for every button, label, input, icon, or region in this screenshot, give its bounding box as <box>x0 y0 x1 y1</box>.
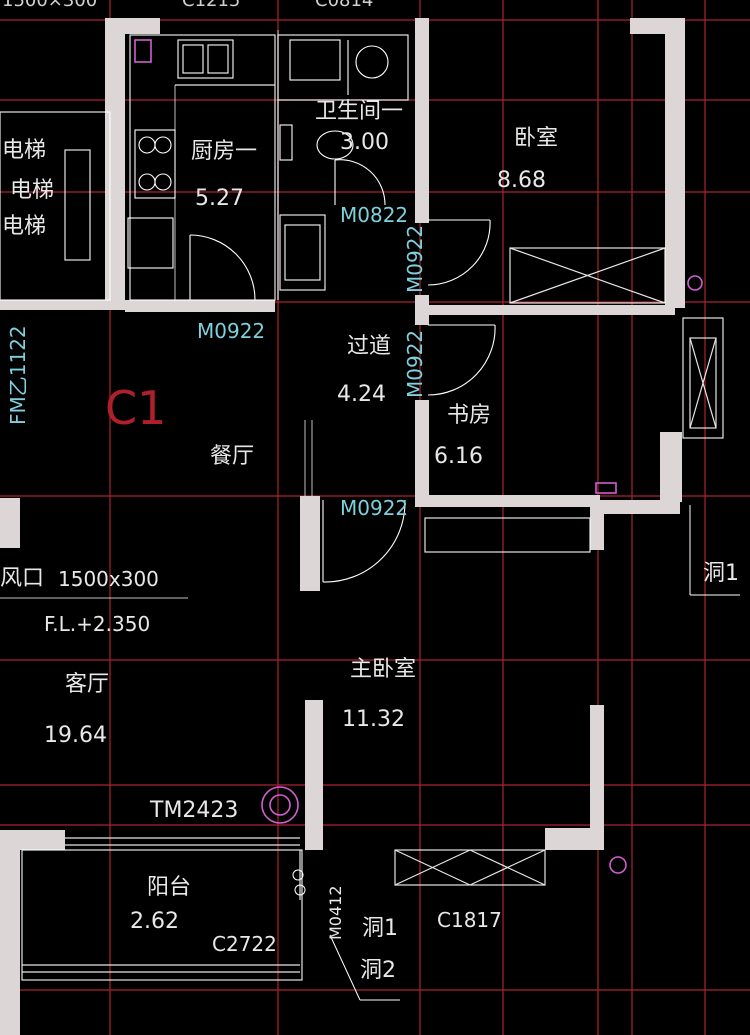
door-code-master: M0922 <box>340 496 409 520</box>
elevator-label-3: 电梯 <box>2 214 47 239</box>
top-label-1: 1500×300 <box>2 0 98 11</box>
hole-label-2: 洞1 <box>362 916 398 941</box>
room-name-kitchen: 厨房一 <box>191 139 258 164</box>
room-area-master-bedroom: 11.32 <box>342 707 405 732</box>
room-name-study: 书房 <box>447 403 492 428</box>
door-swings <box>189 159 496 900</box>
top-label-3: C0814 <box>315 0 374 11</box>
elevator-label-1: 电梯 <box>2 138 47 163</box>
door-code-bedroom: M0922 <box>403 224 427 293</box>
room-area-bathroom: 3.00 <box>340 130 389 155</box>
room-name-master-bedroom: 主卧室 <box>350 657 417 682</box>
room-area-corridor: 4.24 <box>337 382 386 407</box>
kitchen-fixtures <box>127 39 234 269</box>
door-code-small: M0412 <box>326 885 345 940</box>
room-name-bathroom: 卫生间一 <box>315 99 404 124</box>
vent-size: 1500x300 <box>58 567 159 591</box>
vent-level: F.L.+2.350 <box>44 612 151 636</box>
window-code-master: C1817 <box>437 908 502 932</box>
room-name-balcony: 阳台 <box>147 875 192 900</box>
window-code-balcony: C2722 <box>212 932 277 956</box>
door-code-bath: M0822 <box>340 203 409 227</box>
room-area-living: 19.64 <box>44 723 107 748</box>
door-code-study: M0922 <box>403 329 427 398</box>
room-area-bedroom: 8.68 <box>497 168 546 193</box>
door-code-fire: FM乙1122 <box>6 325 30 425</box>
bathroom-fixtures <box>279 39 389 281</box>
hole-label-3: 洞2 <box>360 958 396 983</box>
pipe-symbols <box>134 39 703 874</box>
room-area-kitchen: 5.27 <box>195 186 244 211</box>
elevator-label-2: 电梯 <box>10 178 55 203</box>
room-name-dining: 餐厅 <box>210 444 255 469</box>
room-name-bedroom: 卧室 <box>514 126 559 151</box>
vent-label: 风口 <box>0 566 45 591</box>
door-code-sliding: TM2423 <box>150 798 239 823</box>
room-area-study: 6.16 <box>434 444 483 469</box>
door-code-kitchen: M0922 <box>197 319 266 343</box>
top-label-2: C1215 <box>182 0 241 11</box>
walls <box>0 18 685 1035</box>
hole-label-1: 洞1 <box>703 561 739 586</box>
unit-label: C1 <box>105 381 167 435</box>
room-area-balcony: 2.62 <box>130 909 179 934</box>
room-name-corridor: 过道 <box>347 334 392 359</box>
room-name-living: 客厅 <box>65 672 110 697</box>
